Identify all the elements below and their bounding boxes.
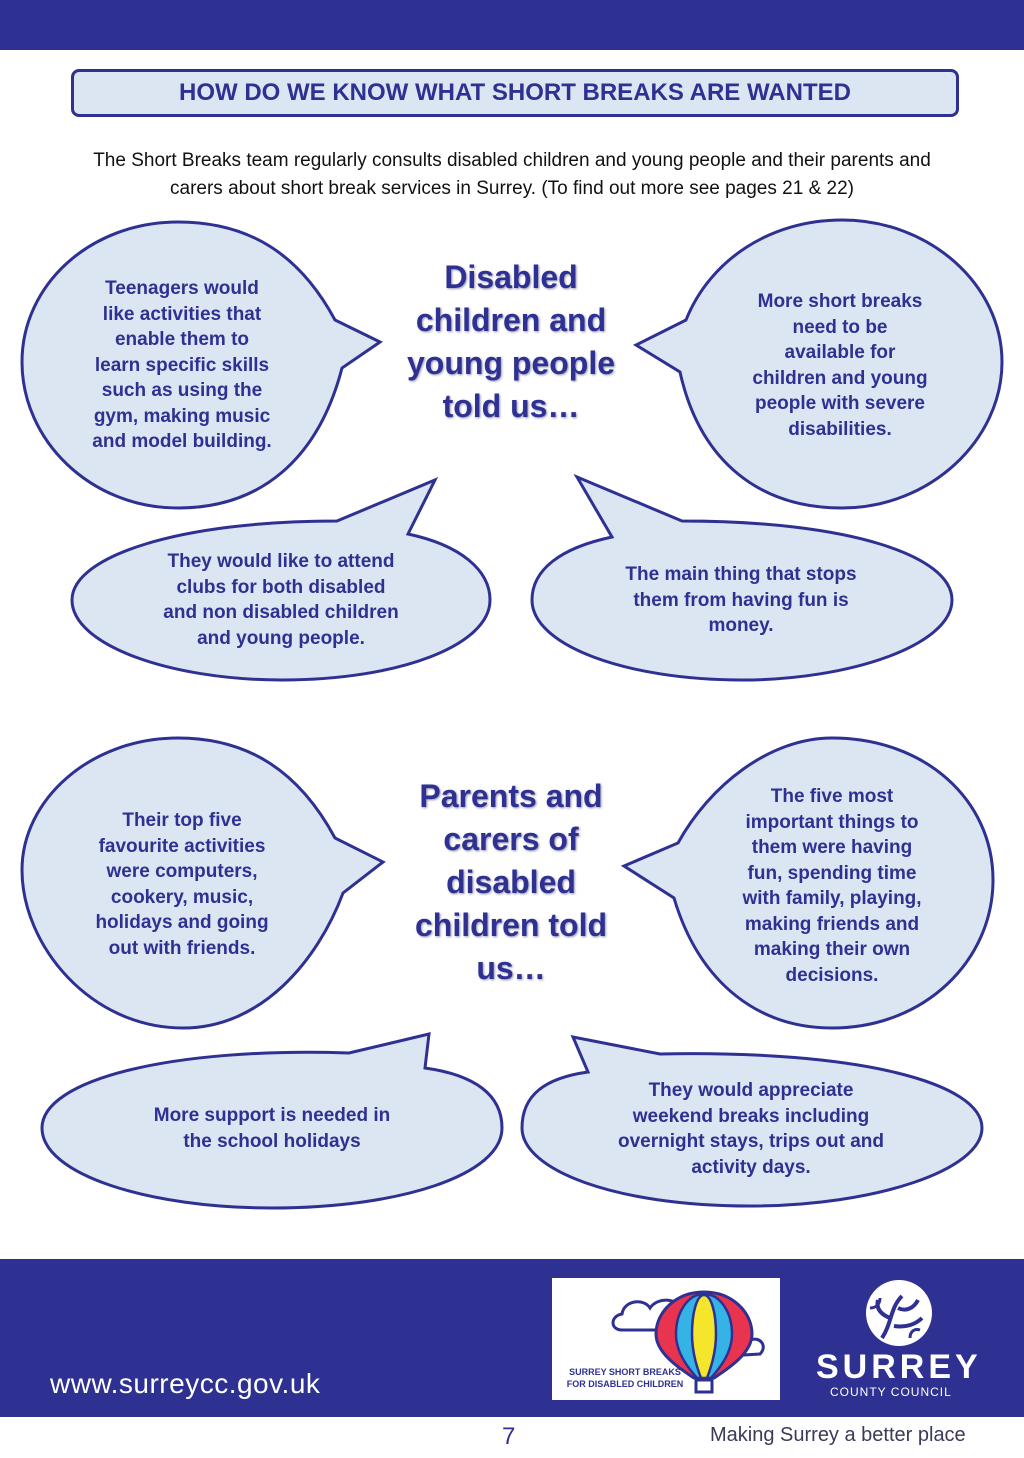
- bubble-line: money.: [708, 615, 774, 636]
- hot-air-balloon-icon: [611, 1290, 765, 1394]
- bubble-inclusive-clubs: They would like to attend clubs for both…: [136, 549, 426, 651]
- logo-caption-line: SURREY SHORT BREAKS: [569, 1367, 681, 1377]
- speech-bubble-shape: [20, 220, 383, 510]
- heading-line: Parents and: [419, 778, 603, 814]
- page-number: 7: [502, 1423, 516, 1450]
- bubble-line: people with severe: [754, 393, 925, 414]
- bubble-line: activity days.: [691, 1156, 811, 1178]
- bubble-line: favourite activities: [98, 835, 266, 857]
- bubble-more-short-breaks: More short breaks need to be available f…: [722, 289, 958, 442]
- heading-line: us…: [476, 950, 546, 986]
- short-breaks-logo: SURREY SHORT BREAKS FOR DISABLED CHILDRE…: [552, 1278, 780, 1400]
- bubble-line: available for: [784, 342, 896, 363]
- page-title-box: HOW DO WE KNOW WHAT SHORT BREAKS ARE WAN…: [71, 69, 959, 117]
- bubble-line: and young people.: [197, 627, 365, 649]
- bubble-line: them from having fun is: [633, 589, 849, 611]
- oak-leaf-emblem-icon: [866, 1280, 932, 1346]
- speech-bubble-shape: [620, 736, 995, 1030]
- speech-bubble-shape: [520, 1034, 984, 1208]
- intro-paragraph: The Short Breaks team regularly consults…: [30, 147, 994, 203]
- bubble-line: out with friends.: [108, 937, 256, 959]
- intro-line: carers about short break services in Sur…: [170, 178, 854, 199]
- bubble-line: children and young: [752, 367, 928, 389]
- bubble-line: gym, making music: [93, 405, 271, 427]
- bubble-line: overnight stays, trips out and: [617, 1131, 885, 1152]
- bubble-line: weekend breaks including: [632, 1105, 870, 1127]
- website-link[interactable]: www.surreycc.gov.uk: [50, 1368, 321, 1399]
- bubble-teenagers-activities: Teenagers would like activities that ena…: [62, 276, 302, 455]
- bubble-line: need to be: [792, 316, 888, 338]
- bubble-line: them were having: [751, 837, 913, 858]
- bubble-line: the school holidays: [183, 1130, 361, 1152]
- bubble-line: making their own: [753, 939, 911, 960]
- bubble-line: and non disabled children: [163, 602, 399, 623]
- bubble-line: learn specific skills: [94, 354, 270, 376]
- top-banner: [0, 0, 1024, 50]
- heading-line: children told: [415, 907, 607, 943]
- bubble-top-five-activities: Their top five favourite activities were…: [62, 808, 302, 961]
- bubble-line: Their top five: [122, 810, 242, 831]
- heading-line: young people: [407, 345, 615, 381]
- bubble-line: cookery, music,: [110, 886, 254, 908]
- bubble-line: making friends and: [744, 913, 920, 935]
- page-title: HOW DO WE KNOW WHAT SHORT BREAKS ARE WAN…: [179, 79, 851, 106]
- speech-bubble-shape: [70, 477, 492, 682]
- bubble-line: fun, spending time: [747, 862, 917, 884]
- bubble-five-important-things: The five most important things to them w…: [712, 784, 952, 988]
- council-tagline: Making Surrey a better place: [710, 1424, 966, 1446]
- bubble-line: More short breaks: [757, 291, 923, 312]
- heading-line: Disabled: [444, 259, 578, 295]
- bubble-line: such as using the: [101, 380, 263, 401]
- heading-line: children and: [415, 302, 607, 338]
- logo-caption: SURREY SHORT BREAKS FOR DISABLED CHILDRE…: [560, 1366, 690, 1390]
- bubble-weekend-breaks: They would appreciate weekend breaks inc…: [591, 1078, 911, 1180]
- heading-line: carers of: [443, 821, 579, 857]
- children-section-heading: Disabled children and young people told …: [380, 256, 642, 428]
- bubble-line: The main thing that stops: [625, 564, 857, 585]
- bubble-line: The five most: [770, 786, 894, 807]
- speech-bubble-shape: [40, 1032, 504, 1210]
- bubble-line: Teenagers would: [105, 278, 259, 299]
- bubble-line: More support is needed in: [153, 1105, 391, 1126]
- bubble-line: clubs for both disabled: [176, 576, 386, 598]
- council-subtitle: COUNTY COUNCIL: [830, 1385, 952, 1399]
- bubble-school-holidays-support: More support is needed in the school hol…: [122, 1103, 422, 1154]
- bubble-line: holidays and going: [95, 912, 269, 933]
- speech-bubble-shape: [20, 736, 386, 1030]
- parents-section-heading: Parents and carers of disabled children …: [380, 775, 642, 990]
- bubble-line: decisions.: [785, 964, 879, 986]
- bubble-line: like activities that: [102, 303, 262, 325]
- bubble-line: important things to: [745, 811, 919, 833]
- bubble-line: and model building.: [92, 431, 272, 452]
- logo-caption-line: FOR DISABLED CHILDREN: [566, 1379, 684, 1389]
- speech-bubble-shape: [530, 473, 954, 682]
- bubble-line: with family, playing,: [742, 888, 922, 909]
- bubble-line: They would like to attend: [167, 551, 395, 572]
- heading-line: disabled: [446, 864, 576, 900]
- council-name: SURREY: [816, 1348, 982, 1386]
- footer-banner: [0, 1259, 1024, 1417]
- bubble-line: disabilities.: [788, 418, 892, 440]
- bubble-line: were computers,: [106, 861, 258, 882]
- intro-line: The Short Breaks team regularly consults…: [93, 150, 931, 171]
- bubble-line: enable them to: [114, 329, 250, 350]
- bubble-money-barrier: The main thing that stops them from havi…: [596, 562, 886, 639]
- bubble-line: They would appreciate: [648, 1080, 854, 1101]
- speech-bubble-shape: [632, 218, 1004, 510]
- heading-line: told us…: [442, 388, 580, 424]
